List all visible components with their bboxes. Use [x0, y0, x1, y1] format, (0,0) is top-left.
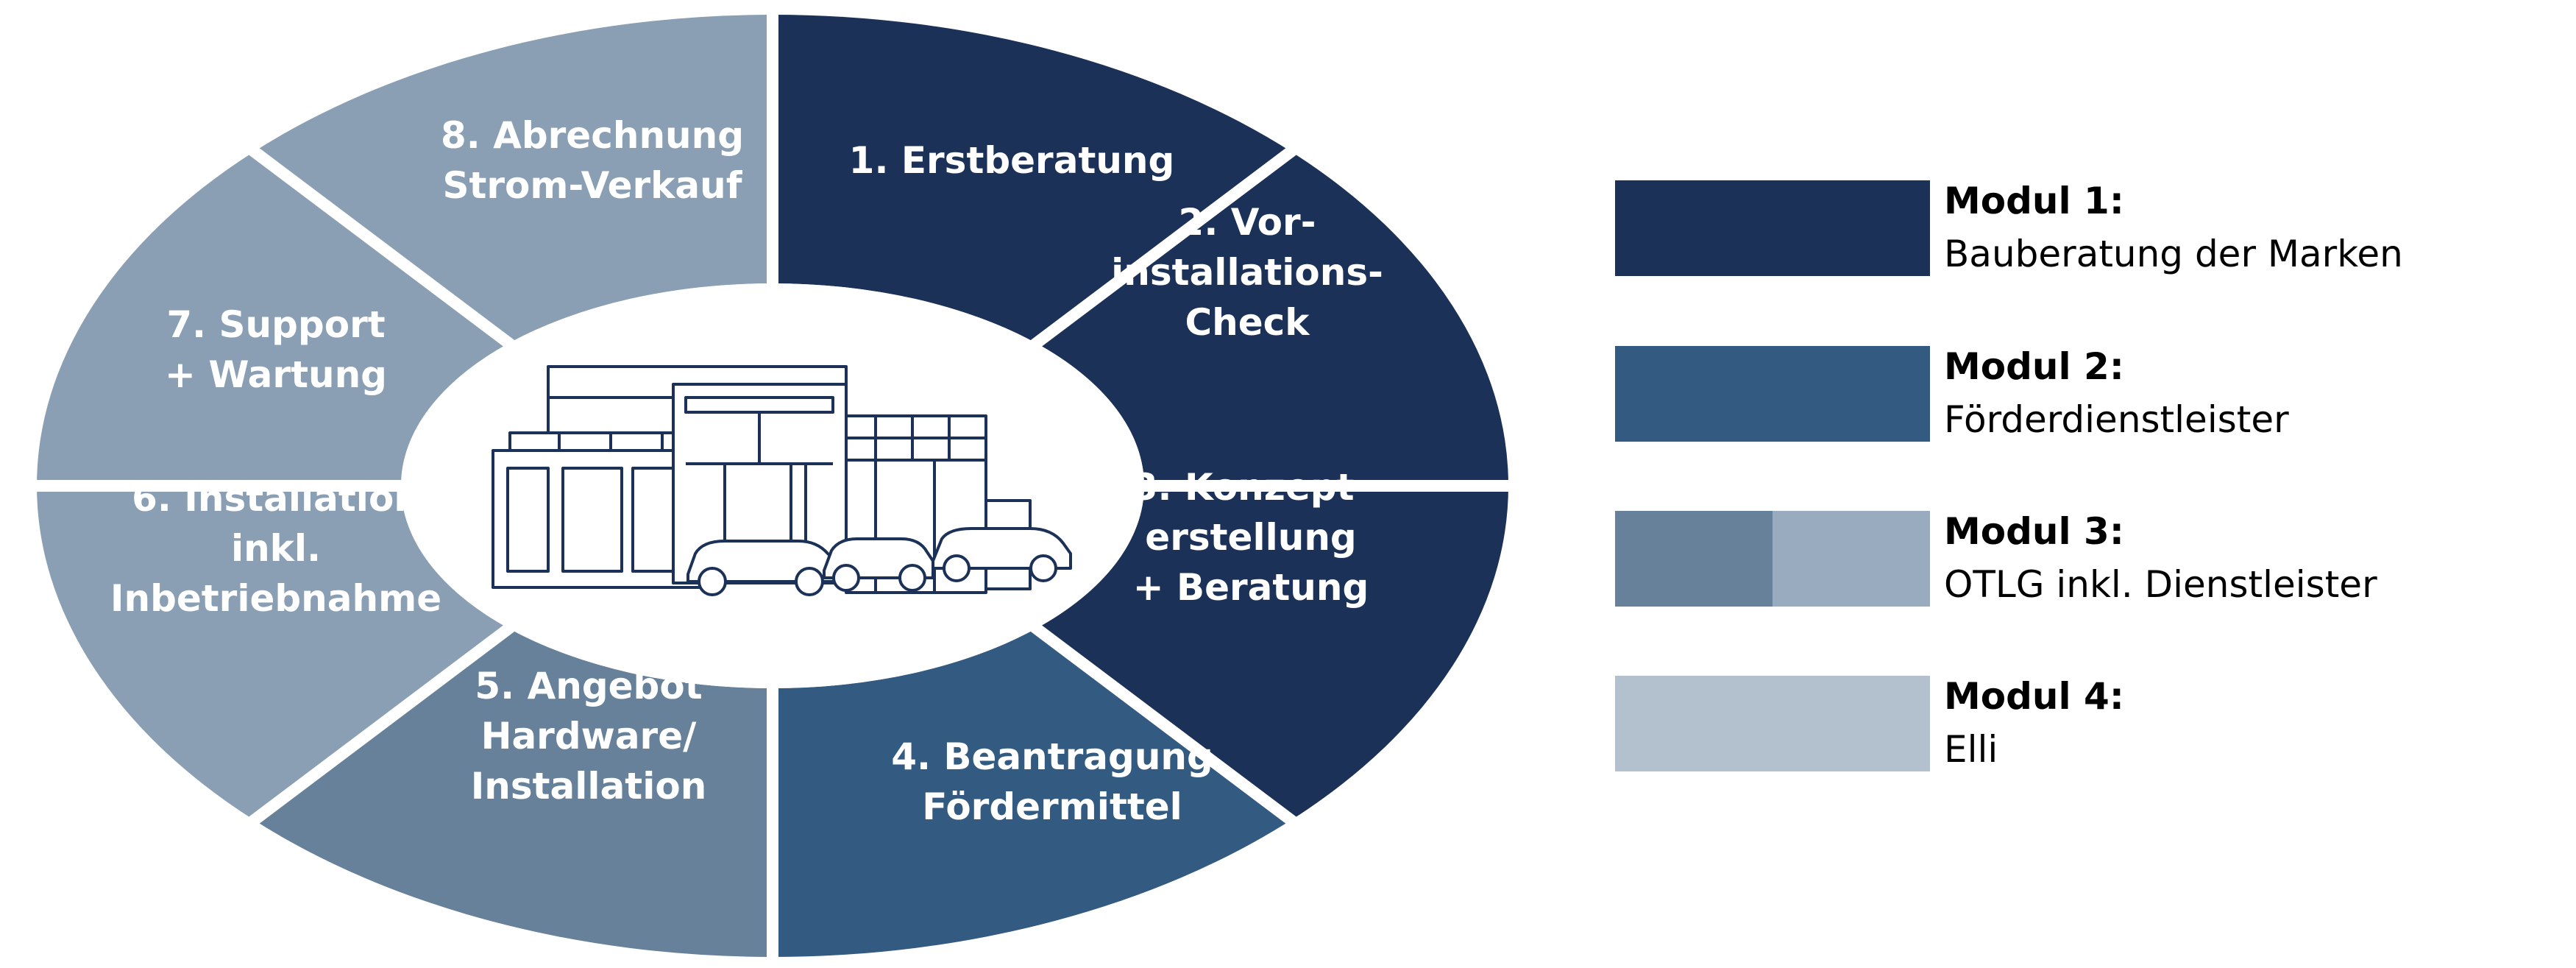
- legend-swatch-color: [1773, 511, 1930, 607]
- legend-description: Förderdienstleister: [1944, 398, 2289, 441]
- ring-segment-1: [773, 15, 1294, 343]
- ring-segment-5: [252, 629, 773, 957]
- legend-swatch-color: [1615, 346, 1930, 442]
- legend-swatch: [1615, 180, 1930, 276]
- ring-segment-6: [37, 486, 510, 819]
- car-icon: [823, 537, 934, 592]
- building-with-cars-icon: [492, 365, 1072, 596]
- segment-divider-4: [1026, 618, 1307, 835]
- legend-description: Elli: [1944, 728, 1998, 771]
- ring-segments: [37, 15, 1508, 957]
- ring-dividers: [22, 0, 1523, 968]
- ring-segment-2: [1035, 152, 1508, 486]
- legend-title: Modul 4:: [1944, 675, 2124, 718]
- legend-swatch-color: [1615, 676, 1930, 771]
- ring-segment-7: [37, 152, 510, 486]
- legend-title: Modul 1:: [1944, 180, 2124, 222]
- legend-title: Modul 3:: [1944, 510, 2124, 553]
- legend-item-modul-3: Modul 3: OTLG inkl. Dienstleister: [1615, 510, 2535, 607]
- legend-swatch-color: [1615, 511, 1773, 607]
- segment-label-1: 1. Erstberatung: [849, 139, 1175, 182]
- legend-item-modul-2: Modul 2: Förderdienstleister: [1615, 345, 2535, 442]
- segment-labels: 1. Erstberatung 2. Vor-installations-Chec…: [110, 114, 1383, 828]
- legend-title: Modul 2:: [1944, 345, 2124, 388]
- ring-segment-3: [1035, 486, 1508, 819]
- segment-label-3: 3. Konzept-erstellung+ Beratung: [1132, 466, 1369, 609]
- legend-description: Bauberatung der Marken: [1944, 233, 2403, 275]
- car-icon: [686, 540, 839, 596]
- legend-swatch: [1615, 511, 1930, 607]
- legend-swatch: [1615, 346, 1930, 442]
- segment-label-2: 2. Vor-installations-Check: [1111, 201, 1383, 344]
- legend-swatch: [1615, 676, 1930, 771]
- ring-segment-4: [773, 629, 1294, 957]
- ring-segment-8: [252, 15, 773, 343]
- legend-description: OTLG inkl. Dienstleister: [1944, 563, 2377, 606]
- segment-divider-8: [238, 137, 519, 353]
- segment-label-7: 7. Support+ Wartung: [165, 303, 387, 396]
- legend-item-modul-4: Modul 4: Elli: [1615, 675, 2535, 771]
- legend-item-modul-1: Modul 1: Bauberatung der Marken: [1615, 180, 2535, 276]
- segment-divider-2: [1026, 137, 1307, 353]
- car-icon: [932, 527, 1072, 582]
- segment-divider-6: [238, 618, 519, 835]
- legend-swatch-color: [1615, 180, 1930, 276]
